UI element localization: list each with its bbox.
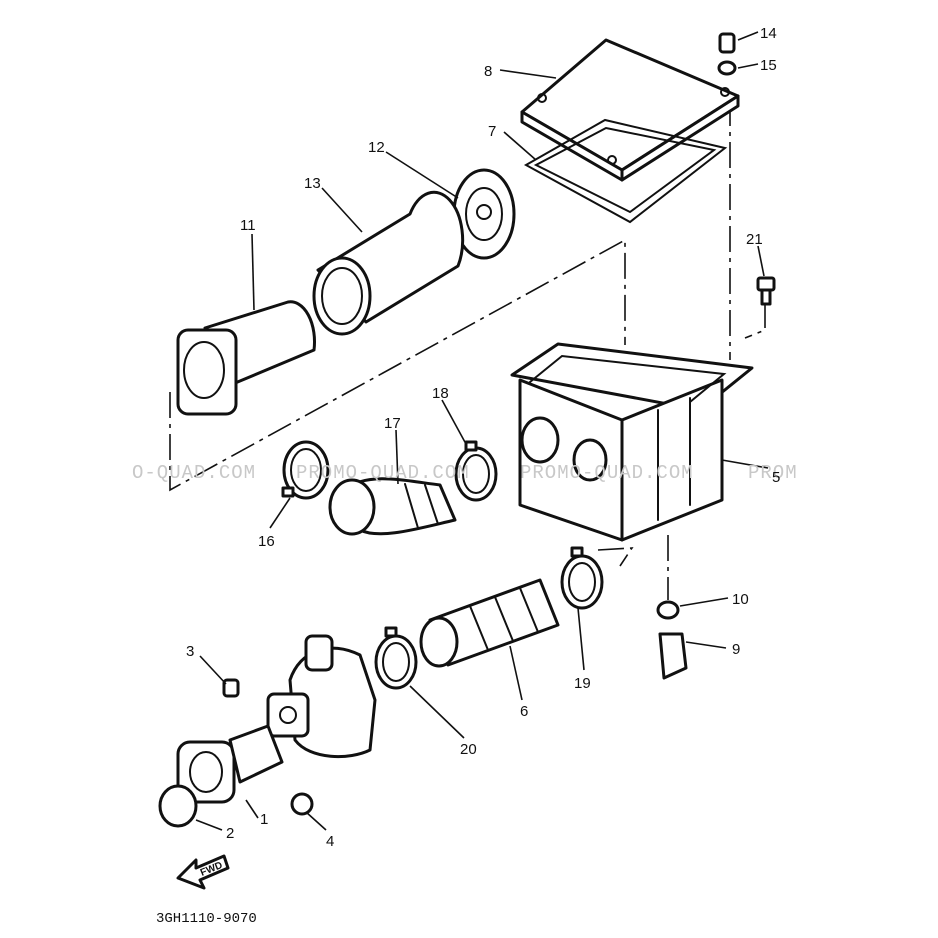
callout-18: 18 (432, 385, 449, 402)
intake-manifold (176, 724, 284, 804)
callout-12: 12 (368, 139, 385, 156)
watermark-text: PROMO-QUAD.COM (296, 462, 470, 484)
callout-17: 17 (384, 415, 401, 432)
watermark-row: O-QUAD.COM PROMO-QUAD.COM PROMO-QUAD.COM… (132, 462, 798, 484)
clamp-19 (560, 546, 604, 610)
filter-element (312, 190, 465, 336)
callout-13: 13 (304, 175, 321, 192)
leader-lines (195, 31, 769, 831)
callout-19: 19 (574, 675, 591, 692)
manifold-nut (290, 792, 314, 816)
air-box-case (510, 342, 754, 542)
callout-4: 4 (326, 833, 334, 850)
callout-5: 5 (772, 469, 780, 486)
callout-1: 1 (260, 811, 268, 828)
callout-10: 10 (732, 591, 749, 608)
lid-gasket (523, 118, 728, 224)
callout-8: 8 (484, 63, 492, 80)
callout-21: 21 (746, 231, 763, 248)
callout-16: 16 (258, 533, 275, 550)
callout-14: 14 (760, 25, 777, 42)
drain-plug (658, 632, 688, 680)
watermark-text: O-QUAD.COM (132, 462, 256, 484)
air-box-lid (520, 38, 740, 182)
drawing-code: 3GH1110-9070 (156, 911, 257, 927)
filter-guide (176, 300, 316, 416)
clamp-16 (281, 440, 330, 500)
joint-hose (419, 578, 560, 668)
callout-11: 11 (240, 217, 256, 234)
watermark-text: PROM (748, 462, 798, 484)
callout-7: 7 (488, 123, 496, 140)
manifold-bolt (222, 678, 240, 698)
callout-15: 15 (760, 57, 777, 74)
o-ring (158, 784, 198, 828)
forward-direction-arrow: FWD (176, 854, 230, 890)
drain-clip (656, 600, 680, 620)
callout-20: 20 (460, 741, 477, 758)
callout-3: 3 (186, 643, 194, 660)
lid-screw-and-washer (717, 32, 737, 76)
callout-9: 9 (732, 641, 740, 658)
intake-boot (328, 477, 457, 536)
callout-labels: 1 2 3 4 5 6 7 8 9 10 11 12 13 14 15 16 1… (186, 25, 780, 850)
callout-2: 2 (226, 825, 234, 842)
clamp-18 (454, 440, 498, 502)
clamp-20 (374, 626, 418, 690)
watermark-text: PROMO-QUAD.COM (520, 462, 694, 484)
carburetor (266, 634, 377, 759)
callout-6: 6 (520, 703, 528, 720)
box-bolt (756, 276, 776, 306)
